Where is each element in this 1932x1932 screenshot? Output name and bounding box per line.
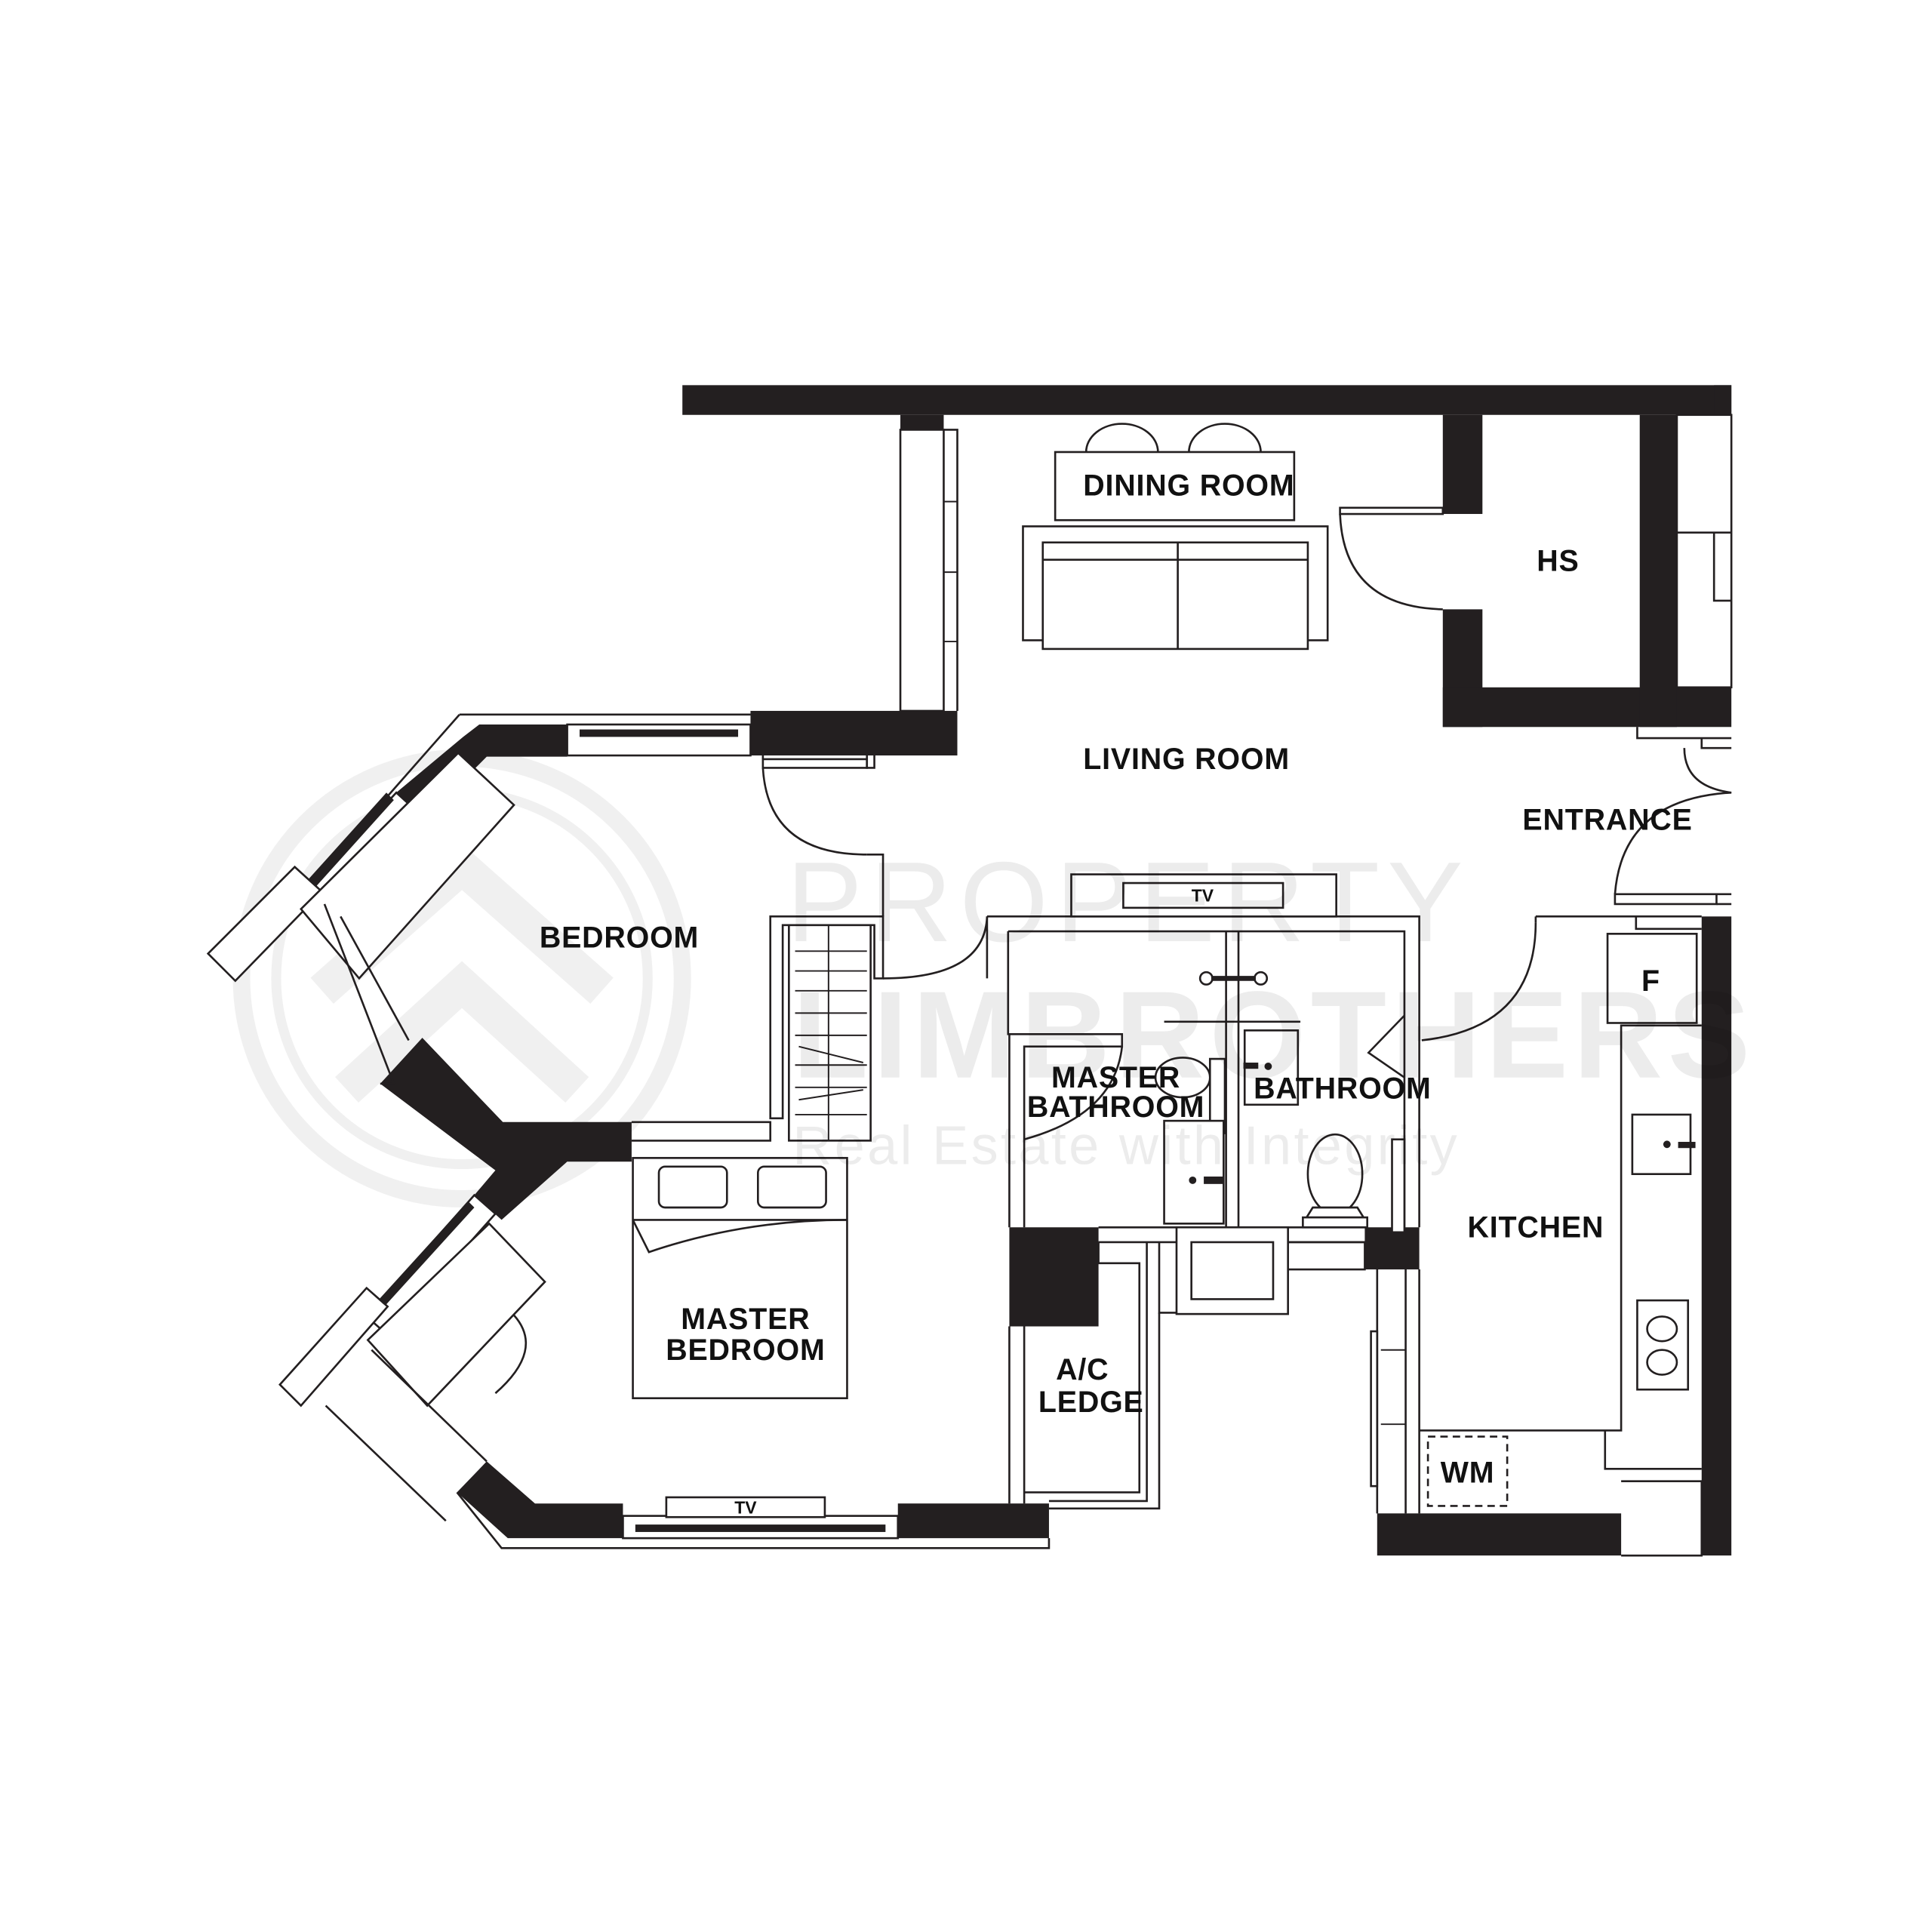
- label-fridge: F: [1641, 964, 1660, 998]
- sofa: [1022, 525, 1329, 651]
- label-tv-living: TV: [1192, 886, 1214, 906]
- basin-double: [1164, 971, 1301, 1023]
- washing-machine: [1426, 1435, 1509, 1507]
- shower-bathroom: [1243, 1029, 1300, 1106]
- kitchen-sink: [1631, 1113, 1696, 1176]
- master-bedroom-chair: [494, 1314, 528, 1395]
- exterior-walls: [380, 385, 1732, 1556]
- label-living-room: LIVING ROOM: [1083, 743, 1290, 776]
- master-bed: [632, 1157, 848, 1400]
- interior-walls: [631, 727, 1732, 1557]
- watermark-tagline: Real Estate with Integrity: [792, 1116, 1460, 1177]
- label-kitchen: KITCHEN: [1467, 1211, 1604, 1244]
- label-dining-room: DINING ROOM: [1083, 469, 1294, 502]
- toilet-bathroom: [1302, 1133, 1406, 1234]
- label-tv-master: TV: [734, 1497, 757, 1517]
- stove: [1636, 1299, 1690, 1391]
- watermark-line2: LIMBROTHERS: [792, 965, 1755, 1104]
- label-master-bathroom-1: MASTER: [1051, 1061, 1180, 1094]
- label-hs: HS: [1537, 545, 1579, 578]
- shower-master-bath: [1163, 1119, 1225, 1225]
- label-washing-machine: WM: [1441, 1456, 1495, 1489]
- label-ac-ledge-1: A/C: [1056, 1353, 1109, 1386]
- windows: [206, 414, 1733, 1549]
- label-master-bedroom-1: MASTER: [681, 1303, 810, 1336]
- fridge: [1606, 933, 1698, 1024]
- watermark-line1: PROPERTY: [786, 838, 1471, 965]
- tv-console-living: [1070, 873, 1337, 918]
- doors: [761, 506, 1732, 1141]
- label-bedroom: BEDROOM: [540, 921, 699, 954]
- label-master-bedroom-2: BEDROOM: [666, 1334, 825, 1367]
- dining-table: [1054, 423, 1296, 521]
- label-ac-ledge-2: LEDGE: [1038, 1386, 1144, 1419]
- tv-console-master: [665, 1496, 826, 1518]
- label-master-bathroom-2: BATHROOM: [1027, 1091, 1205, 1124]
- label-bathroom: BATHROOM: [1254, 1072, 1432, 1106]
- label-entrance: ENTRANCE: [1522, 803, 1692, 836]
